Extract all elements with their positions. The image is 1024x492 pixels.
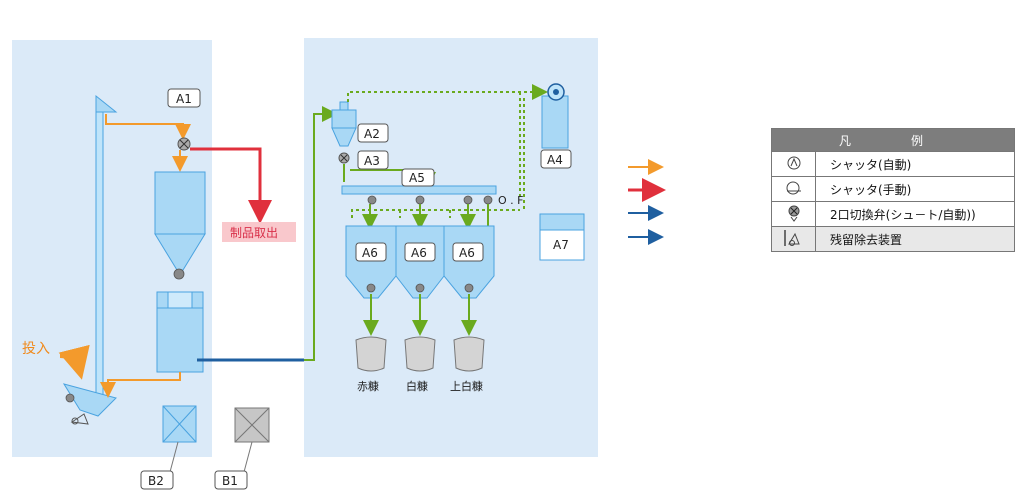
legend-row: 2口切換弁(シュ－ト/自動)) [771,201,1015,227]
product-out-label: 制品取出 [230,226,278,240]
shutter-manual-icon [65,393,75,403]
legend-label: シャッタ(自動) [815,151,1015,177]
svg-text:A2: A2 [364,127,380,141]
orange-flow-top [105,114,191,140]
bag-3 [453,336,485,372]
tag-a1: A1 [167,88,201,108]
red-flow-product-out [190,147,272,224]
svg-text:A4: A4 [547,153,563,167]
shutter-auto-icon [771,151,816,177]
two-way-valve-icon [338,152,350,164]
tag-a6-1: A6 [355,242,387,262]
svg-text:A6: A6 [459,246,475,260]
symbol-legend: 凡 例 シャッタ(自動) シャッタ(手動) 2口切換弁(シュ－ト/自動)) 残留… [771,128,1015,252]
two-way-valve-icon [771,201,816,227]
bag-2 [404,336,436,372]
svg-text:A6: A6 [362,246,378,260]
green-dotted-bottom [351,209,520,218]
lower-bin [156,291,204,373]
tag-b2: B2 [140,470,174,490]
input-hopper [62,383,117,425]
two-way-valve-icon [177,137,191,151]
legend-label: 2口切換弁(シュ－ト/自動)) [815,201,1015,227]
residue-remover-icon [70,413,89,425]
cyclone-separator [331,101,357,147]
tag-a6-2: A6 [404,242,436,262]
bag-2-label: 白糠 [406,379,428,393]
tag-a3: A3 [357,150,389,170]
bag-1 [355,336,387,372]
svg-text:A6: A6 [411,246,427,260]
tag-a7: A7 [553,238,569,252]
overflow-label: O . F [498,194,523,207]
dust-filter-a4 [541,83,569,149]
bag-1-label: 赤糠 [357,379,379,393]
shutter-manual-icon [771,176,816,202]
green-flow-up [304,106,338,361]
svg-text:A1: A1 [176,92,192,106]
tag-a6-3: A6 [452,242,484,262]
b2-box [162,405,197,443]
legend-label: シャッタ(手動) [815,176,1015,202]
a7-unit [539,213,585,261]
svg-text:A5: A5 [409,171,425,185]
tag-a5: A5 [401,168,435,187]
svg-text:A3: A3 [364,154,380,168]
bag-3-label: 上白糠 [450,379,483,393]
svg-text:B2: B2 [148,474,164,488]
storage-silo [154,171,206,280]
tag-a2: A2 [357,123,389,143]
b1-box [234,407,270,443]
product-out-box [222,222,296,242]
residue-remover-icon [771,226,816,252]
svg-text:B1: B1 [222,474,238,488]
legend-row: シャッタ(自動) [771,151,1015,177]
input-label: 投入 [22,341,50,357]
legend-title: 凡 例 [771,128,1015,152]
green-dotted-return [347,84,548,102]
legend-label: 残留除去装置 [815,226,1015,252]
legend-row: 残留除去装置 [771,226,1015,252]
shutter-auto-icon [173,268,185,280]
legend-row: シャッタ(手動) [771,176,1015,202]
input-arrow [58,344,90,380]
tag-b1: B1 [214,470,248,490]
tag-a4: A4 [540,149,572,169]
bucket-elevator [95,94,118,405]
orange-flow-return [100,372,181,398]
